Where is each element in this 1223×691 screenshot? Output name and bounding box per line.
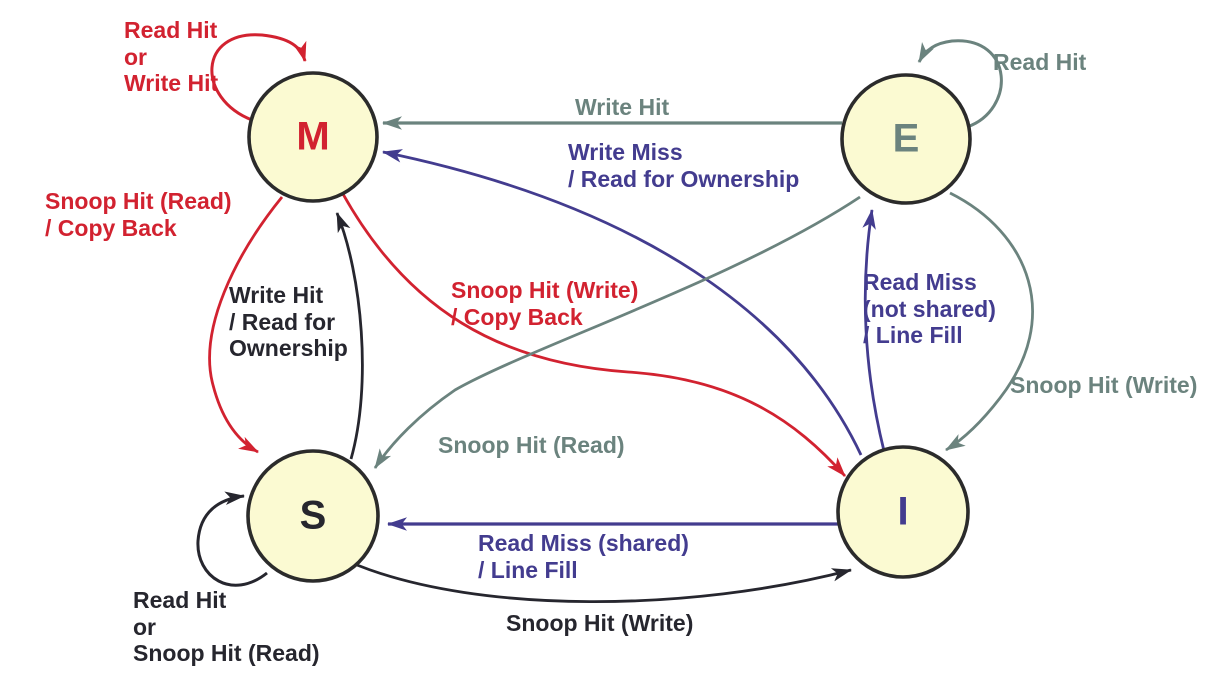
transition-label-m-to-i: Snoop Hit (Write) / Copy Back [451,277,639,330]
transition-e-to-i-arrow [945,191,1034,452]
state-label-modified: M [296,114,330,159]
transition-label-i-to-m: Write Miss / Read for Ownership [568,139,800,192]
transition-m-self-loop-arrow [210,33,307,122]
transition-e-to-s-arrow [373,195,861,469]
state-label-shared: S [299,493,327,538]
transition-label-i-to-e: Read Miss (not shared) / Line Fill [863,269,996,349]
transition-label-e-to-i: Snoop Hit (Write) [1010,372,1198,398]
state-node-invalid [836,445,970,579]
transition-label-e-to-m: Write Hit [575,94,670,120]
transition-label-m-self: Read Hit or Write Hit [124,17,219,97]
transition-label-s-self: Read Hit or Snoop Hit (Read) [133,587,320,667]
transition-label-s-to-m: Write Hit / Read for Ownership [229,282,348,362]
transition-label-m-to-s: Snoop Hit (Read) / Copy Back [45,188,232,241]
transition-label-i-to-s: Read Miss (shared) / Line Fill [478,530,689,583]
transition-label-e-self: Read Hit [993,49,1087,75]
transition-m-to-i-arrow [341,193,847,477]
state-label-invalid: I [897,489,909,534]
state-label-exclusive: E [892,116,920,161]
transition-m-to-s-arrow [208,196,284,454]
transition-s-to-i-arrow [356,563,852,604]
transition-s-to-m-arrow [335,212,364,460]
state-node-exclusive [840,73,972,205]
transition-label-e-to-s: Snoop Hit (Read) [438,432,625,458]
transition-label-s-to-i: Snoop Hit (Write) [506,610,694,636]
transition-i-to-m-arrow [382,149,863,456]
transition-e-self-loop-arrow [917,39,1003,129]
transition-i-to-e-arrow [862,209,886,452]
state-node-shared [246,449,380,583]
state-node-modified [247,71,379,203]
transition-s-self-loop-arrow [196,491,268,587]
